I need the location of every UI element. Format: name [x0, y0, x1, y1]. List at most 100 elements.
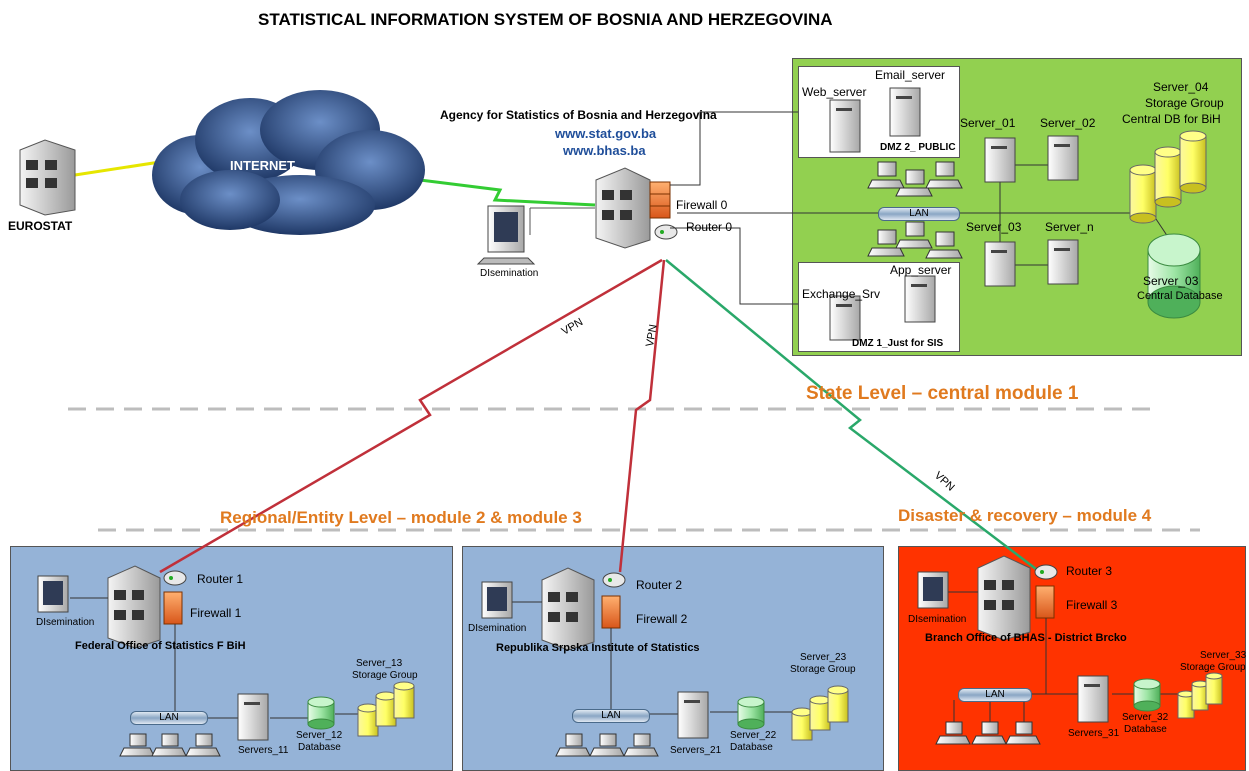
server-12-label-1: Server_12: [296, 730, 343, 741]
dmz2-label: DMZ 2_ PUBLIC: [880, 142, 956, 153]
router3-label: Router 3: [1066, 564, 1113, 578]
rs-name: Republika Srpska Institute of Statistics: [496, 642, 700, 654]
server-03-icon: [984, 241, 1016, 287]
brcko-dissemination-icon: [917, 571, 949, 609]
servers-31-icon: [1077, 675, 1109, 723]
exchange-server-label: Exchange_Srv: [802, 287, 881, 301]
server-22-database-icon: [737, 696, 765, 730]
router1-label: Router 1: [197, 572, 244, 586]
rs-lan: LAN: [572, 709, 650, 723]
vpn-label-rs: VPN: [644, 323, 660, 347]
server-n-icon: [1047, 239, 1079, 285]
fbih-name: Federal Office of Statistics F BiH: [75, 640, 246, 652]
servers-11-label: Servers_11: [238, 745, 289, 756]
server-12-database-icon: [307, 696, 335, 730]
server-33-label-2: Storage Group: [1180, 662, 1246, 673]
server-22-label-1: Server_22: [730, 730, 777, 741]
vpn-link-fbih: [159, 258, 663, 574]
router3-icon: [1034, 564, 1058, 580]
vpn-link-brcko: [665, 259, 1041, 573]
server-13-storage-icon: [357, 681, 415, 737]
server-01-label: Server_01: [960, 116, 1016, 130]
servers-21-icon: [677, 691, 709, 739]
rs-workstations-icon: [555, 733, 659, 757]
server-33-label-1: Server_33: [1200, 650, 1247, 661]
app-server-icon: [904, 275, 936, 323]
email-server-icon: [889, 87, 921, 137]
email-server-label: Email_server: [875, 68, 946, 82]
firewall3-icon: [1035, 585, 1055, 619]
central-db-label-2: Central Database: [1137, 290, 1223, 302]
router0-icon: [654, 224, 678, 240]
server-13-label-2: Storage Group: [352, 670, 418, 681]
central-db-label-1: Server_03: [1143, 274, 1199, 288]
fbih-dissemination-label: DIsemination: [36, 617, 95, 628]
fbih-workstations-icon: [119, 733, 221, 757]
eurostat-label: EUROSTAT: [8, 219, 73, 233]
vpn-link-rs: [618, 259, 666, 573]
central-database-icon: [1147, 233, 1201, 319]
web-server-label: Web_server: [802, 85, 867, 99]
servers-21-label: Servers_21: [670, 745, 722, 756]
app-server-label: App_server: [890, 263, 952, 277]
firewall1-icon: [163, 591, 183, 625]
agency-url-1: www.stat.gov.ba: [555, 126, 657, 141]
router0-label: Router 0: [686, 220, 733, 234]
dmz2-box: [798, 66, 960, 158]
disaster-level-label: Disaster & recovery – module 4: [898, 506, 1152, 525]
server-32-label-2: Database: [1124, 724, 1167, 735]
brcko-building-icon: [977, 555, 1031, 641]
internet-label: INTERNET: [230, 158, 295, 173]
central-workstations-icon: [867, 161, 963, 259]
router2-label: Router 2: [636, 578, 683, 592]
rs-building-icon: [541, 567, 595, 651]
fbih-lan: LAN: [130, 711, 208, 725]
server-32-database-icon: [1133, 678, 1161, 712]
diagram-title: STATISTICAL INFORMATION SYSTEM OF BOSNIA…: [258, 10, 833, 29]
server-01-icon: [984, 137, 1016, 183]
exchange-server-icon: [829, 295, 861, 341]
dmz1-label: DMZ 1_Just for SIS: [852, 338, 944, 349]
vpn-label-fbih: VPN: [560, 316, 586, 338]
server-12-label-2: Database: [298, 742, 341, 753]
regional-level-label: Regional/Entity Level – module 2 & modul…: [220, 508, 582, 527]
agency-dissemination-icon: [476, 205, 536, 265]
firewall3-label: Firewall 3: [1066, 598, 1118, 612]
rs-module-panel: [462, 546, 884, 771]
web-server-icon: [829, 99, 861, 153]
brcko-name: Branch Office of BHAS - District Brcko: [925, 632, 1127, 644]
firewall0-label: Firewall 0: [676, 198, 728, 212]
brcko-lan: LAN: [958, 688, 1032, 702]
vpn-label-brcko: VPN: [932, 470, 957, 494]
rs-dissemination-icon: [481, 581, 513, 619]
agency-dissemination-label: DIsemination: [480, 268, 539, 279]
agency-building-icon: [595, 167, 651, 249]
fbih-dissemination-icon: [37, 575, 69, 613]
server-02-icon: [1047, 135, 1079, 181]
servers-31-label: Servers_31: [1068, 728, 1120, 739]
server-04-label-3: Central DB for BiH: [1122, 112, 1221, 126]
server-13-label-1: Server_13: [356, 658, 403, 669]
rs-dissemination-label: DIsemination: [468, 623, 527, 634]
firewall2-icon: [601, 595, 621, 629]
firewall1-label: Firewall 1: [190, 606, 242, 620]
firewall0-icon: [649, 181, 671, 219]
server-32-label-1: Server_32: [1122, 712, 1169, 723]
brcko-workstations-icon: [935, 700, 1041, 745]
router1-icon: [163, 570, 187, 586]
server-23-storage-icon: [791, 685, 849, 741]
eurostat-building-icon: [19, 139, 76, 216]
server-33-storage-icon: [1177, 672, 1223, 719]
firewall2-label: Firewall 2: [636, 612, 688, 626]
server-02-label: Server_02: [1040, 116, 1096, 130]
agency-url-2: www.bhas.ba: [563, 143, 646, 158]
server-22-label-2: Database: [730, 742, 773, 753]
internet-cloud-icon: [152, 90, 425, 235]
central-lan: LAN: [878, 207, 960, 221]
servers-11-icon: [237, 693, 269, 741]
agency-name: Agency for Statistics of Bosnia and Herz…: [440, 108, 717, 122]
server-n-label: Server_n: [1045, 220, 1094, 234]
router2-icon: [602, 572, 626, 588]
server-23-label-2: Storage Group: [790, 664, 856, 675]
